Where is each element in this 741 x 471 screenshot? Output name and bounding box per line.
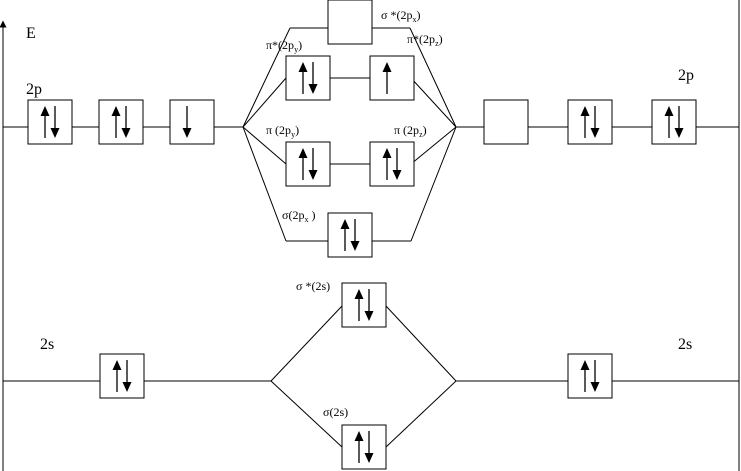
left-2s-box	[99, 353, 145, 399]
spin-down-arrow-icon	[122, 360, 132, 392]
right-2p-label: 2p	[678, 67, 694, 84]
spin-up-arrow-icon	[340, 219, 350, 251]
orbital-boxes	[27, 0, 697, 470]
pi-2pz-label: π (2pz)	[394, 123, 427, 139]
spin-up-arrow-icon	[382, 62, 392, 94]
right-2p-box-1	[483, 99, 529, 145]
spin-up-arrow-icon	[298, 148, 308, 180]
spin-up-arrow-icon	[580, 360, 590, 392]
spin-up-arrow-icon	[298, 62, 308, 94]
spin-up-arrow-icon	[580, 106, 590, 138]
pi-star-2py-box	[285, 55, 331, 101]
spin-down-arrow-icon	[350, 219, 360, 251]
sigma-star-2px-box	[327, 0, 373, 45]
pi-star-2py-label: π*(2py)	[266, 38, 302, 54]
spin-down-arrow-icon	[121, 106, 131, 138]
sigma-2s-box	[341, 424, 387, 470]
right-2p-box-2	[567, 99, 613, 145]
spin-down-arrow-icon	[308, 62, 318, 94]
spin-up-arrow-icon	[354, 431, 364, 463]
sigma-star-2s-label: σ *(2s)	[296, 279, 330, 293]
right-2s-box	[567, 353, 613, 399]
spin-up-arrow-icon	[664, 106, 674, 138]
spin-down-arrow-icon	[182, 106, 192, 138]
spin-down-arrow-icon	[364, 431, 374, 463]
sigma-2px-box	[327, 212, 373, 258]
pi-2pz-box	[369, 141, 415, 187]
left-2p-box-3	[169, 99, 215, 145]
pi-star-2pz-box	[369, 55, 415, 101]
spin-up-arrow-icon	[382, 148, 392, 180]
left-2p-box-1	[27, 99, 73, 145]
spin-down-arrow-icon	[674, 106, 684, 138]
right-2s-label: 2s	[678, 336, 692, 353]
spin-down-arrow-icon	[590, 106, 600, 138]
left-2p-label: 2p	[26, 81, 42, 98]
sigma-2s-label: σ(2s)	[323, 405, 348, 419]
spin-down-arrow-icon	[590, 360, 600, 392]
left-2p-box-2	[98, 99, 144, 145]
spin-down-arrow-icon	[50, 106, 60, 138]
pi-star-2pz-label: π*(2pz)	[407, 32, 443, 48]
spin-up-arrow-icon	[354, 289, 364, 321]
sigma-star-2px-label: σ *(2px)	[381, 8, 420, 24]
spin-down-arrow-icon	[364, 289, 374, 321]
left-2s-label: 2s	[40, 336, 54, 353]
spin-up-arrow-icon	[40, 106, 50, 138]
spin-down-arrow-icon	[392, 148, 402, 180]
spin-down-arrow-icon	[308, 148, 318, 180]
spin-up-arrow-icon	[111, 106, 121, 138]
spin-up-arrow-icon	[112, 360, 122, 392]
energy-axis-label: E	[26, 25, 36, 42]
right-2p-box-3	[651, 99, 697, 145]
pi-2py-box	[285, 141, 331, 187]
pi-2py-label: π (2py)	[266, 123, 299, 139]
sigma-2px-label: σ(2px )	[282, 208, 315, 224]
sigma-star-2s-box	[341, 282, 387, 328]
